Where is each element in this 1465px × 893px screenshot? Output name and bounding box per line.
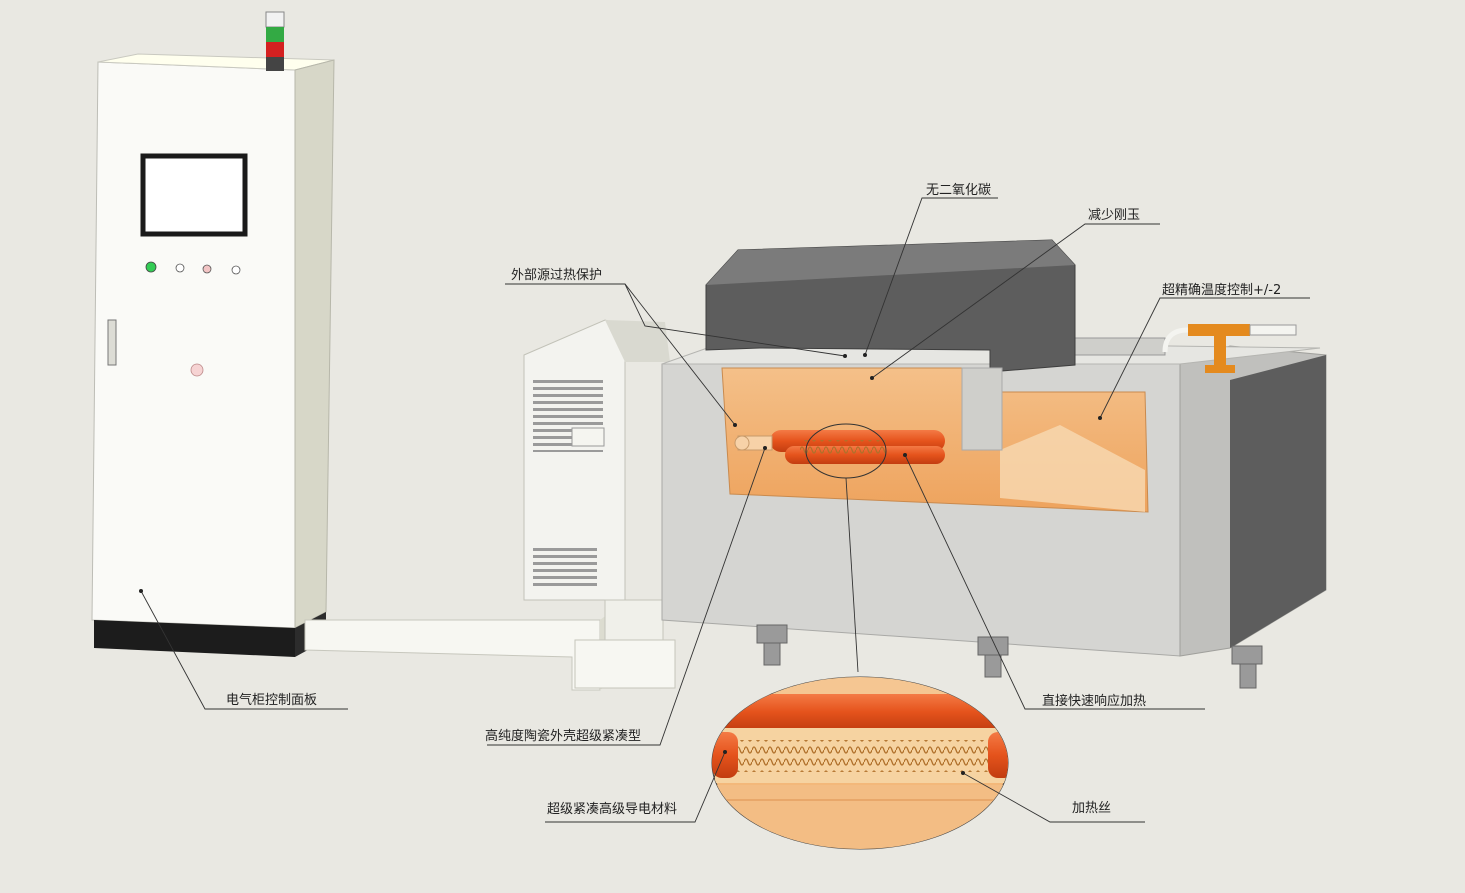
- zoom-inset: [711, 676, 1009, 850]
- cable-duct: [304, 605, 620, 691]
- label-conductive-material: 超级紧凑高级导电材料: [547, 801, 677, 817]
- signal-tower-icon: [265, 11, 285, 71]
- cabinet-button-icon: [231, 265, 241, 275]
- cabinet-button-icon: [175, 263, 185, 273]
- indicator-light-green-icon: [145, 261, 157, 273]
- label-precise-temperature-control: 超精确温度控制+/-2: [1162, 282, 1281, 298]
- label-heating-wire: 加热丝: [1072, 801, 1111, 816]
- leader-lines: [140, 197, 1310, 823]
- label-cabinet-control-panel: 电气柜控制面板: [226, 692, 317, 708]
- label-ceramic-shell: 高纯度陶瓷外壳超级紧凑型: [485, 728, 641, 744]
- label-direct-fast-heating: 直接快速响应加热: [1042, 693, 1146, 709]
- thermocouple-icon: [1162, 324, 1297, 373]
- unit-switch: [571, 427, 605, 447]
- cooling-unit: [523, 319, 676, 689]
- display-screen: [140, 153, 248, 237]
- label-external-overheat-protection: 外部源过热保护: [511, 268, 602, 283]
- cabinet-button-pink-icon: [202, 264, 212, 274]
- furnace-body: [661, 239, 1327, 689]
- electrical-cabinet: [91, 11, 335, 657]
- label-no-co2: 无二氧化碳: [926, 183, 991, 198]
- door-handle: [107, 319, 117, 366]
- emergency-button-icon: [190, 363, 204, 377]
- label-less-corundum: 减少刚玉: [1088, 208, 1140, 223]
